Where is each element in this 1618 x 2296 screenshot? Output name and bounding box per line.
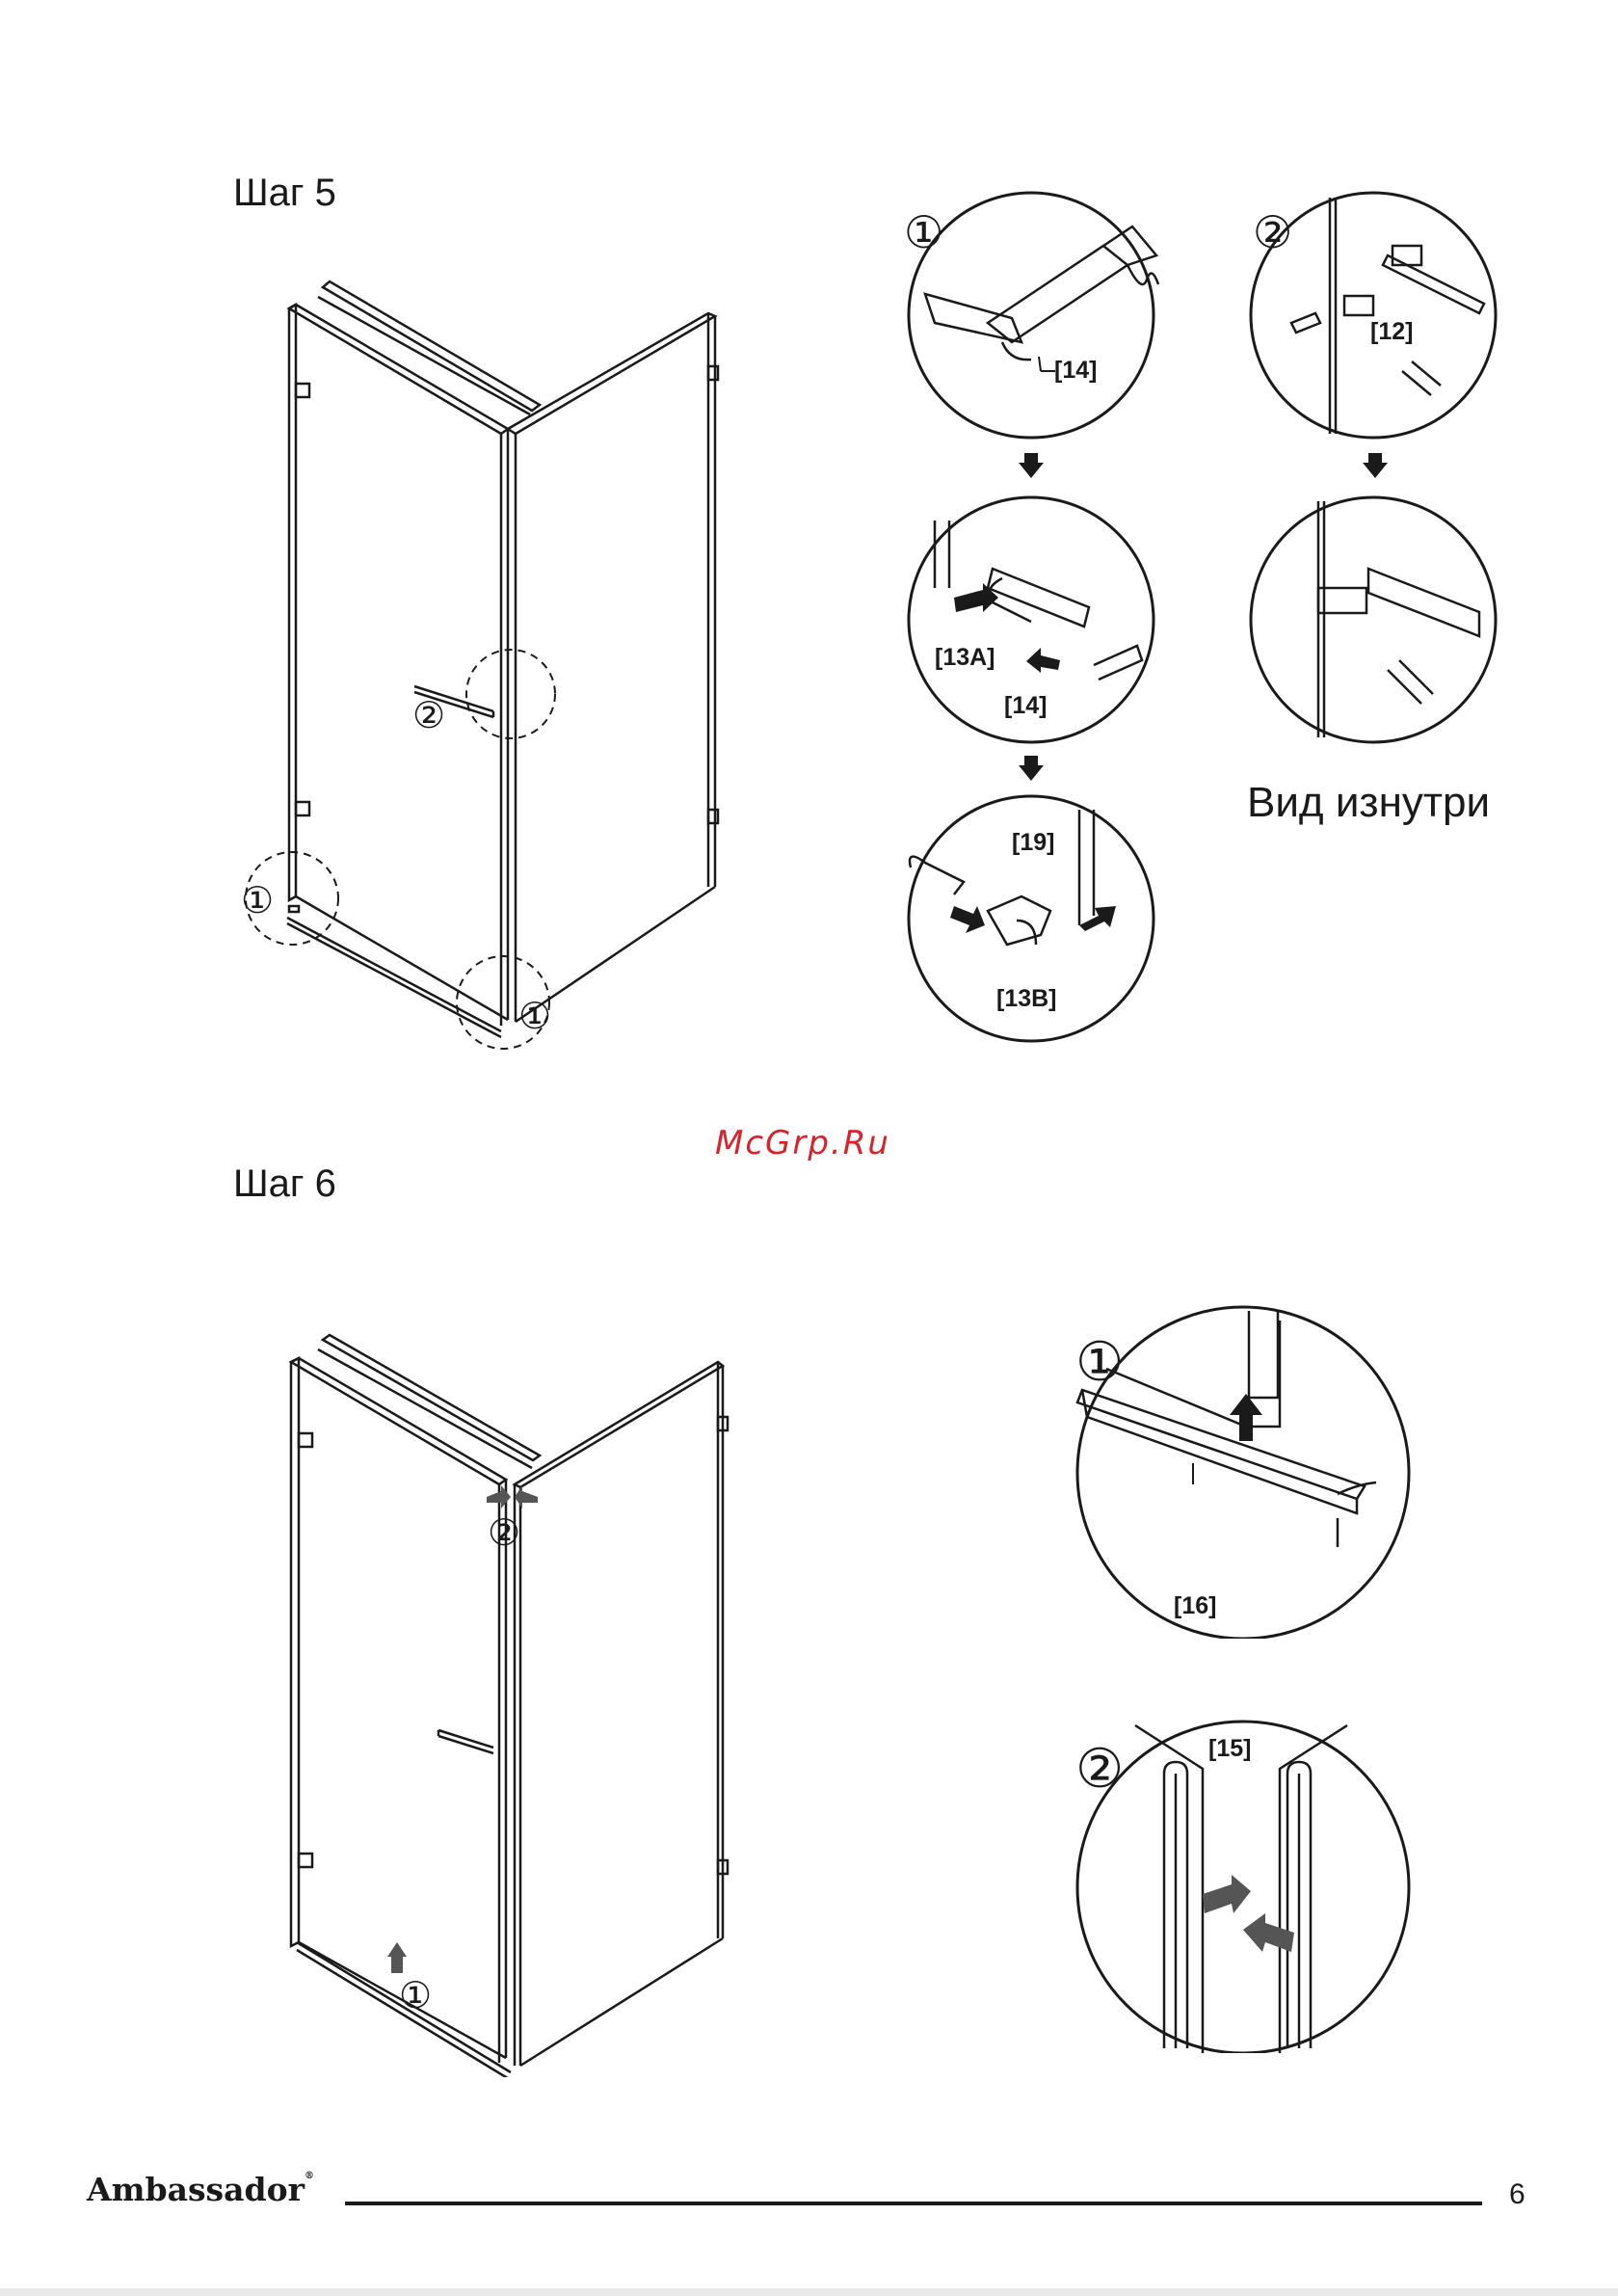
brand-logo: Ambassador® (87, 2171, 314, 2208)
label-16: [16] (1174, 1592, 1216, 1620)
label-13b: [13B] (996, 985, 1057, 1013)
shower-enclosure-outline (291, 1335, 728, 2077)
label-14-middle: [14] (1004, 692, 1047, 720)
step-5-callout-1-right: ① (518, 995, 551, 1038)
detail-2-number: ② (1253, 206, 1292, 258)
down-arrow-icon (1017, 754, 1046, 783)
inside-view-caption: Вид изнутри (1247, 779, 1490, 827)
detail-1-number-step-6: ① (1075, 1330, 1124, 1394)
step-6-title: Шаг 6 (233, 1162, 336, 1206)
brand-name: Ambassador (87, 2171, 305, 2208)
label-15: [15] (1208, 1735, 1251, 1763)
step-5-title: Шаг 5 (233, 172, 336, 215)
footer-divider (345, 2202, 1482, 2205)
down-arrow-icon (1017, 451, 1046, 480)
step-5-callout-1-left: ① (241, 879, 274, 922)
detail-inside-view (1243, 492, 1508, 752)
detail-2-number-step-6: ② (1075, 1737, 1124, 1801)
bottom-edge-bar (0, 2288, 1618, 2296)
step-6-callout-2: ② (488, 1511, 520, 1555)
step-6-assembly-drawing (279, 1325, 732, 2077)
label-19: [19] (1012, 829, 1054, 857)
page-number: 6 (1509, 2178, 1525, 2211)
step-6-callout-1: ① (399, 1974, 432, 2017)
step-5-assembly-drawing (222, 270, 742, 1099)
down-arrow-icon (1361, 451, 1390, 480)
watermark: McGrp.Ru (715, 1124, 890, 1162)
label-13a: [13A] (935, 644, 995, 672)
label-14-top: [14] (1054, 357, 1097, 385)
step-5-callout-2: ② (412, 694, 445, 737)
detail-1-number: ① (904, 206, 943, 258)
shower-enclosure-outline (287, 281, 718, 1037)
registered-mark: ® (305, 2171, 314, 2181)
label-12: [12] (1370, 318, 1413, 346)
